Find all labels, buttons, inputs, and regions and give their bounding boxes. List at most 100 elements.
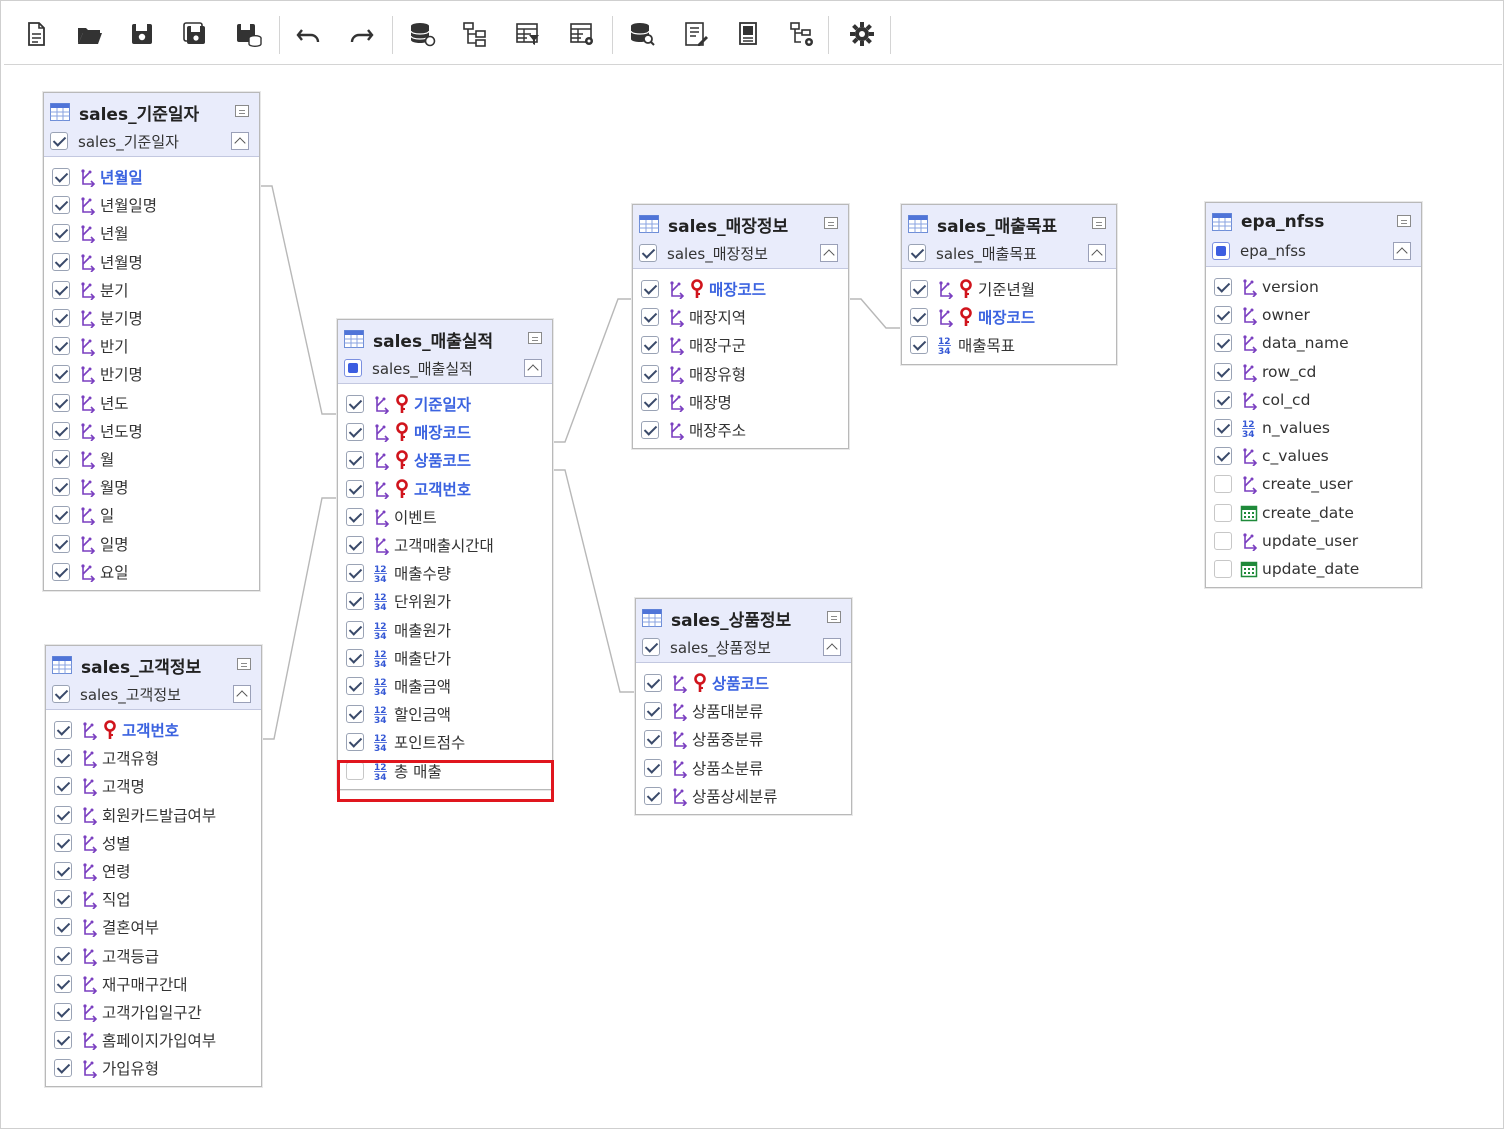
- column-row[interactable]: 매장유형: [641, 360, 848, 388]
- column-row[interactable]: 상품코드: [346, 446, 552, 474]
- column-checkbox[interactable]: [54, 749, 72, 768]
- column-row[interactable]: 결혼여부: [54, 913, 261, 941]
- column-row[interactable]: 년월일: [52, 163, 259, 191]
- column-checkbox[interactable]: [346, 507, 364, 526]
- column-row[interactable]: update_date: [1214, 555, 1421, 583]
- table-filter-button[interactable]: [508, 14, 548, 54]
- column-checkbox[interactable]: [54, 918, 72, 937]
- column-row[interactable]: 매장코드: [910, 303, 1116, 331]
- redo-button[interactable]: [342, 14, 382, 54]
- column-checkbox[interactable]: [346, 705, 364, 724]
- new-file-button[interactable]: [16, 14, 56, 54]
- column-checkbox[interactable]: [346, 620, 364, 639]
- column-row[interactable]: 연령: [54, 857, 261, 885]
- column-row[interactable]: 고객유형: [54, 744, 261, 772]
- column-row[interactable]: 회원카드발급여부: [54, 801, 261, 829]
- column-checkbox[interactable]: [54, 1059, 72, 1078]
- column-checkbox[interactable]: [1214, 559, 1232, 578]
- select-all-checkbox[interactable]: [908, 244, 926, 262]
- column-checkbox[interactable]: [910, 280, 928, 299]
- select-all-checkbox[interactable]: [52, 685, 70, 703]
- collapse-button[interactable]: [524, 359, 542, 377]
- select-all-checkbox[interactable]: [50, 132, 68, 150]
- column-checkbox[interactable]: [54, 1031, 72, 1050]
- select-all-checkbox[interactable]: [639, 244, 657, 262]
- column-checkbox[interactable]: [52, 337, 70, 356]
- column-row[interactable]: 분기명: [52, 304, 259, 332]
- column-checkbox[interactable]: [54, 777, 72, 796]
- table-menu-icon[interactable]: [235, 105, 249, 117]
- collapse-button[interactable]: [820, 244, 838, 262]
- column-row[interactable]: 상품대분류: [644, 697, 851, 725]
- table-menu-icon[interactable]: [824, 217, 838, 229]
- column-row[interactable]: 년도: [52, 389, 259, 417]
- column-row[interactable]: 고객명: [54, 772, 261, 800]
- save-db-button[interactable]: [228, 14, 268, 54]
- open-folder-button[interactable]: [69, 14, 109, 54]
- column-row[interactable]: 상품중분류: [644, 725, 851, 753]
- column-row[interactable]: 일: [52, 501, 259, 529]
- column-row[interactable]: 일명: [52, 529, 259, 557]
- column-checkbox[interactable]: [52, 280, 70, 299]
- column-row[interactable]: 매장코드: [641, 275, 848, 303]
- column-row[interactable]: 직업: [54, 885, 261, 913]
- column-row[interactable]: 재구매구간대: [54, 970, 261, 998]
- column-row[interactable]: owner: [1214, 301, 1421, 329]
- column-checkbox[interactable]: [54, 974, 72, 993]
- select-all-checkbox[interactable]: [1212, 242, 1230, 260]
- table-settings-button[interactable]: [562, 14, 602, 54]
- column-row[interactable]: 홈페이지가입여부: [54, 1026, 261, 1054]
- column-checkbox[interactable]: [1214, 334, 1232, 353]
- column-checkbox[interactable]: [644, 758, 662, 777]
- column-row[interactable]: data_name: [1214, 329, 1421, 357]
- column-checkbox[interactable]: [346, 592, 364, 611]
- column-checkbox[interactable]: [54, 946, 72, 965]
- column-checkbox[interactable]: [910, 336, 928, 355]
- column-checkbox[interactable]: [52, 309, 70, 328]
- table-menu-icon[interactable]: [827, 611, 841, 623]
- column-checkbox[interactable]: [641, 336, 659, 355]
- column-checkbox[interactable]: [54, 833, 72, 852]
- column-checkbox[interactable]: [346, 395, 364, 414]
- column-checkbox[interactable]: [910, 308, 928, 327]
- collapse-button[interactable]: [233, 685, 251, 703]
- column-checkbox[interactable]: [1214, 419, 1232, 438]
- document-button[interactable]: [729, 14, 769, 54]
- column-checkbox[interactable]: [346, 479, 364, 498]
- column-row[interactable]: 고객번호: [54, 716, 261, 744]
- collapse-button[interactable]: [823, 638, 841, 656]
- column-checkbox[interactable]: [641, 421, 659, 440]
- tree-settings-button[interactable]: [782, 14, 822, 54]
- column-checkbox[interactable]: [52, 168, 70, 187]
- column-row[interactable]: 매장코드: [346, 418, 552, 446]
- column-row[interactable]: version: [1214, 273, 1421, 301]
- column-checkbox[interactable]: [54, 862, 72, 881]
- column-checkbox[interactable]: [641, 364, 659, 383]
- save-button[interactable]: [122, 14, 162, 54]
- column-row[interactable]: 상품소분류: [644, 754, 851, 782]
- column-checkbox[interactable]: [644, 674, 662, 693]
- select-all-checkbox[interactable]: [642, 638, 660, 656]
- column-checkbox[interactable]: [346, 564, 364, 583]
- column-checkbox[interactable]: [346, 761, 364, 780]
- column-row[interactable]: 년월: [52, 219, 259, 247]
- column-row[interactable]: 매장주소: [641, 416, 848, 444]
- column-checkbox[interactable]: [1214, 475, 1232, 494]
- column-checkbox[interactable]: [641, 308, 659, 327]
